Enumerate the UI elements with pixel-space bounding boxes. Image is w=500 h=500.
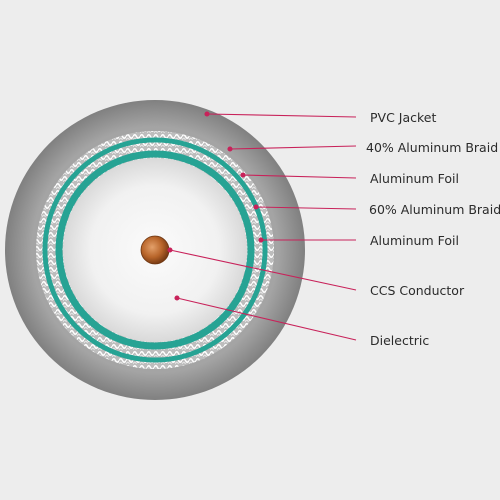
leader-foil-outer [242, 174, 357, 179]
label-pvc-jacket: PVC Jacket [370, 110, 436, 125]
leader-dielectric [176, 297, 357, 341]
leader-braid-40 [229, 145, 357, 150]
leader-dot-braid-60 [253, 204, 259, 210]
leader-dot-foil-inner [258, 237, 264, 243]
ccs-conductor [140, 235, 170, 265]
label-dielectric: Dielectric [370, 333, 429, 348]
leader-dot-conductor [167, 247, 173, 253]
leader-dot-dielectric [174, 295, 180, 301]
label-braid-60: 60% Aluminum Braid [369, 202, 500, 217]
leader-braid-60 [255, 206, 357, 210]
leader-pvc-jacket [206, 113, 357, 118]
label-foil-outer: Aluminum Foil [370, 171, 459, 186]
leader-conductor [169, 249, 357, 291]
leader-dot-foil-outer [240, 172, 246, 178]
label-foil-inner: Aluminum Foil [370, 233, 459, 248]
braid-60-layer [47, 142, 263, 358]
leader-dot-pvc-jacket [204, 111, 210, 117]
label-braid-40: 40% Aluminum Braid [366, 140, 498, 155]
inner-foil-layer [55, 150, 255, 350]
leader-dot-braid-40 [227, 146, 233, 152]
label-ccs-conductor: CCS Conductor [370, 283, 465, 298]
outer-foil-layer [42, 137, 268, 363]
